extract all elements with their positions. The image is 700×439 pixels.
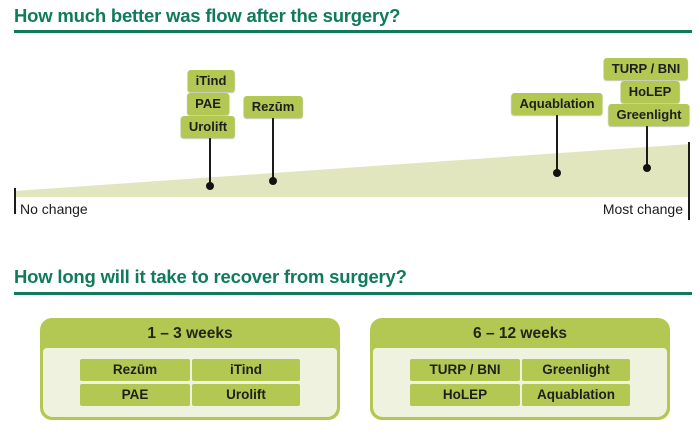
treatment-label-turp-bni: TURP / BNI [603,58,689,80]
connector-line-aquablation [556,115,558,173]
recovery-cell-aquablation: Aquablation [522,384,630,406]
treatment-label-pae: PAE [187,93,229,115]
treatment-label-urolift: Urolift [180,116,236,138]
recovery-cell-pae: PAE [80,384,190,406]
axis-right-line [688,142,690,220]
flow-title-suffix: after the surgery? [241,5,401,26]
recovery-card-1-3-weeks: 1 – 3 weeks Rezūm iTind PAE Urolift [40,318,340,420]
recovery-title-bold: recover from surgery? [213,266,407,287]
treatment-label-holep: HoLEP [620,81,680,103]
recovery-section-underline [14,292,692,295]
axis-label-no-change: No change [20,201,88,217]
recovery-card-title: 1 – 3 weeks [147,325,233,342]
treatment-label-greenlight: Greenlight [608,104,690,126]
recovery-cell-holep: HoLEP [410,384,520,406]
marker-dot-urolift-group [206,182,214,190]
connector-line-greenlight-group [646,126,648,168]
recovery-section-title: How long will it take to recover from su… [14,266,407,288]
recovery-card-title: 6 – 12 weeks [473,325,567,342]
connector-line-rezum [272,118,274,181]
marker-dot-greenlight-group [643,164,651,172]
axis-left-tick [14,188,16,214]
treatment-label-rezum: Rezūm [243,96,303,118]
recovery-cell-rezum: Rezūm [80,359,190,381]
recovery-card-body: Rezūm iTind PAE Urolift [43,348,337,417]
recovery-cell-itind: iTind [192,359,300,381]
recovery-cell-greenlight: Greenlight [522,359,630,381]
axis-label-most-change: Most change [602,201,683,217]
recovery-card-body: TURP / BNI Greenlight HoLEP Aquablation [373,348,667,417]
flow-section-title: How much better was flow after the surge… [14,5,400,27]
marker-dot-rezum [269,177,277,185]
flow-title-prefix: How much better was [14,5,206,26]
marker-dot-aquablation [553,169,561,177]
recovery-title-prefix: How long will it take to [14,266,214,287]
treatment-label-aquablation: Aquablation [511,93,603,115]
recovery-card-6-12-weeks: 6 – 12 weeks TURP / BNI Greenlight HoLEP… [370,318,670,420]
connector-line-urolift-group [209,138,211,186]
flow-section-underline [14,30,692,33]
recovery-cell-urolift: Urolift [192,384,300,406]
treatment-label-itind: iTind [187,70,235,92]
flow-title-bold: flow [205,5,242,26]
flow-scale-wedge [14,144,690,197]
recovery-cell-turp-bni: TURP / BNI [410,359,520,381]
